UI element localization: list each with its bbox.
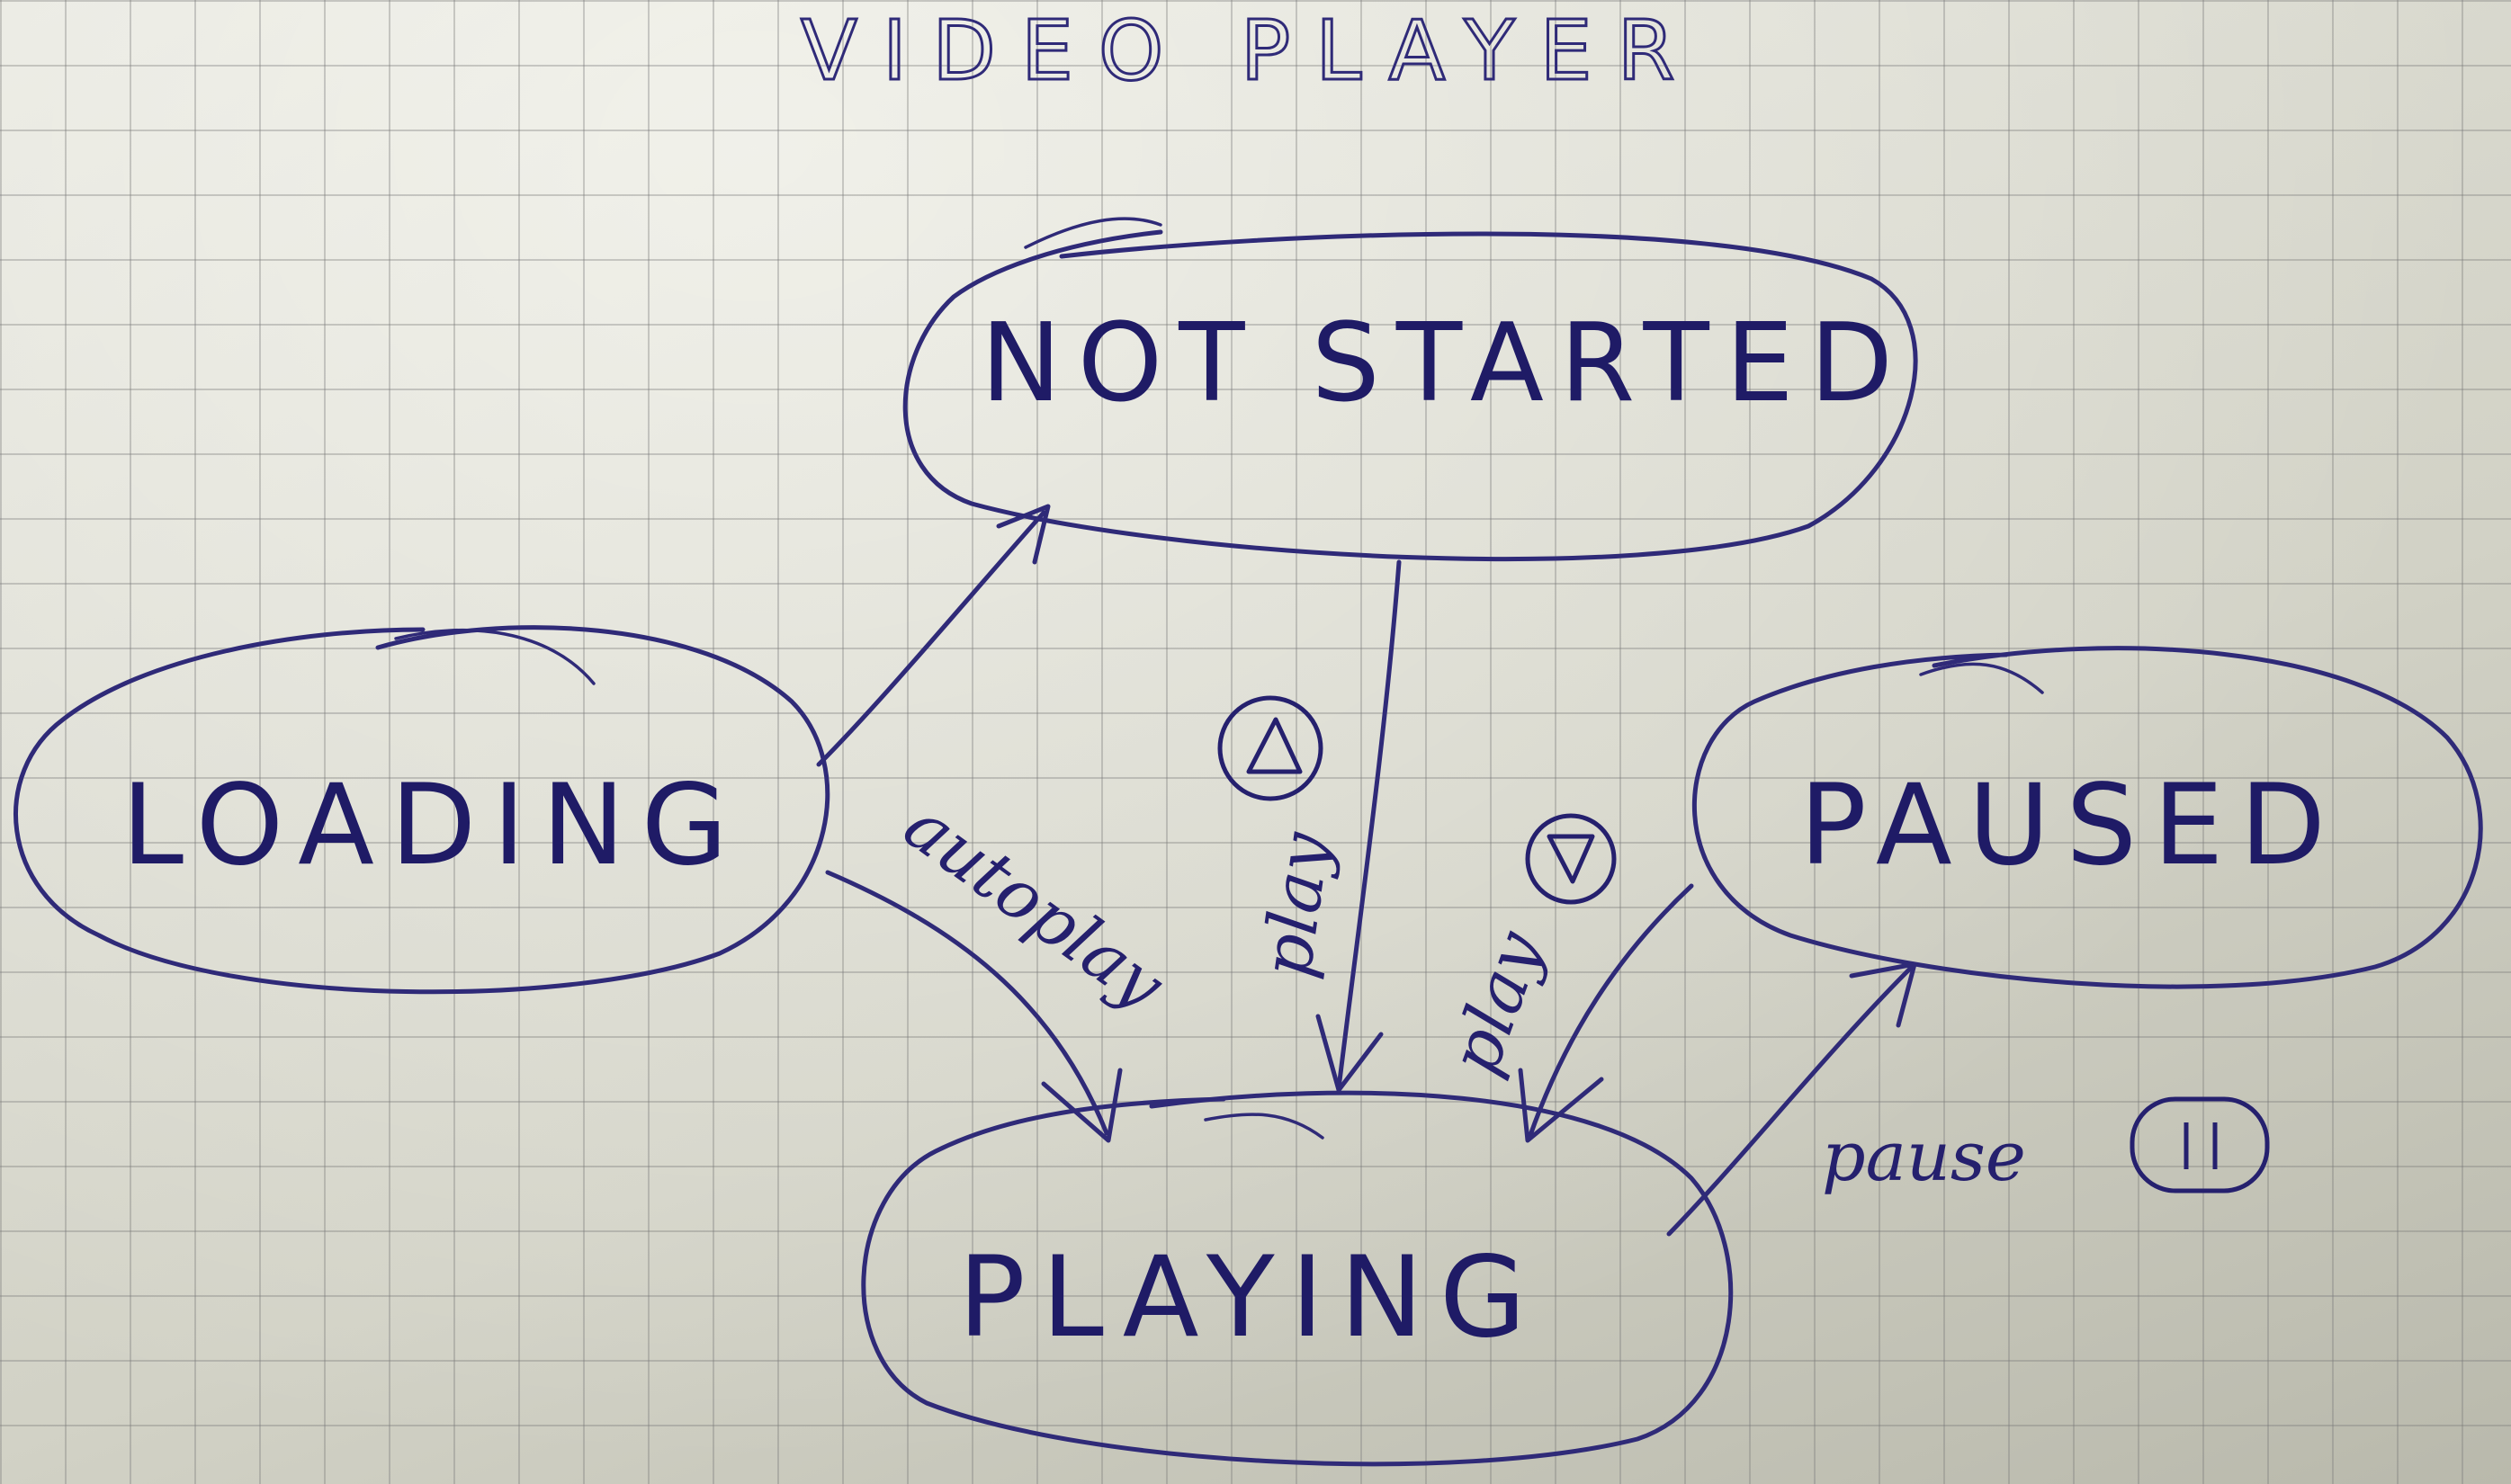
transition-loading-to-playing: autoplay [825, 785, 1179, 1143]
state-label-not-started: NOT STARTED [981, 301, 1909, 426]
transition-label-pause: pause [1822, 1116, 2026, 1196]
transition-playing-to-paused: pause [1666, 961, 2270, 1237]
pause-icon [2130, 1096, 2270, 1193]
transition-label-autoplay: autoplay [890, 785, 1179, 1026]
transition-label-paused-play: play [1433, 920, 1558, 1085]
state-label-paused: PAUSED [1799, 761, 2342, 890]
play-icon [1217, 695, 1323, 801]
state-label-loading: LOADING [121, 761, 744, 890]
state-label-playing: PLAYING [958, 1233, 1542, 1363]
transition-label-not-started-play: play [1246, 827, 1346, 982]
transition-loading-to-not-started [816, 504, 1051, 767]
play-icon [1525, 813, 1617, 905]
transition-not-started-to-playing: play [1217, 559, 1402, 1093]
state-not-started: NOT STARTED [902, 217, 1918, 562]
state-paused: PAUSED [1691, 646, 2483, 989]
state-loading: LOADING [13, 625, 830, 995]
transition-paused-to-playing: play [1433, 813, 1694, 1143]
diagram-title: VIDEO PLAYER [801, 3, 1700, 99]
state-playing: PLAYING [861, 1090, 1734, 1467]
